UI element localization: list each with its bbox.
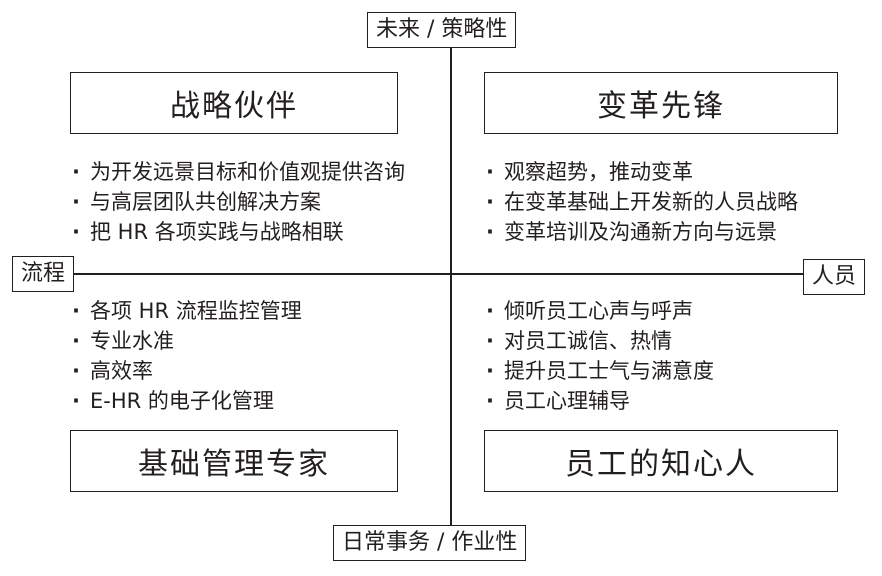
list-item: 员工心理辅导 bbox=[482, 386, 714, 416]
axis-label-left: 流程 bbox=[12, 256, 75, 292]
quadrant-list-bottom-right: 倾听员工心声与呼声 对员工诚信、热情 提升员工士气与满意度 员工心理辅导 bbox=[482, 296, 714, 416]
list-item: E-HR 的电子化管理 bbox=[68, 386, 302, 416]
list-item: 变革培训及沟通新方向与远景 bbox=[482, 217, 798, 247]
list-item: 高效率 bbox=[68, 356, 302, 386]
list-item: 在变革基础上开发新的人员战略 bbox=[482, 187, 798, 217]
quadrant-title-admin-expert: 基础管理专家 bbox=[70, 430, 398, 492]
list-item: 各项 HR 流程监控管理 bbox=[68, 296, 302, 326]
quadrant-list-top-right: 观察超势，推动变革 在变革基础上开发新的人员战略 变革培训及沟通新方向与远景 bbox=[482, 157, 798, 247]
list-item: 提升员工士气与满意度 bbox=[482, 356, 714, 386]
list-item: 倾听员工心声与呼声 bbox=[482, 296, 714, 326]
horizontal-axis-line bbox=[60, 273, 830, 275]
axis-label-top: 未来 / 策略性 bbox=[367, 12, 517, 48]
axis-label-bottom: 日常事务 / 作业性 bbox=[333, 525, 527, 561]
quadrant-list-bottom-left: 各项 HR 流程监控管理 专业水准 高效率 E-HR 的电子化管理 bbox=[68, 296, 302, 416]
list-item: 对员工诚信、热情 bbox=[482, 326, 714, 356]
list-item: 为开发远景目标和价值观提供咨询 bbox=[68, 157, 405, 187]
quadrant-title-change-agent: 变革先锋 bbox=[484, 72, 838, 134]
quadrant-title-employee-champion: 员工的知心人 bbox=[484, 430, 838, 492]
list-item: 专业水准 bbox=[68, 326, 302, 356]
quadrant-title-strategic-partner: 战略伙伴 bbox=[70, 72, 398, 134]
list-item: 观察超势，推动变革 bbox=[482, 157, 798, 187]
list-item: 把 HR 各项实践与战略相联 bbox=[68, 217, 405, 247]
quadrant-list-top-left: 为开发远景目标和价值观提供咨询 与高层团队共创解决方案 把 HR 各项实践与战略… bbox=[68, 157, 405, 247]
axis-label-right: 人员 bbox=[803, 259, 866, 295]
vertical-axis-line bbox=[450, 30, 452, 535]
list-item: 与高层团队共创解决方案 bbox=[68, 187, 405, 217]
